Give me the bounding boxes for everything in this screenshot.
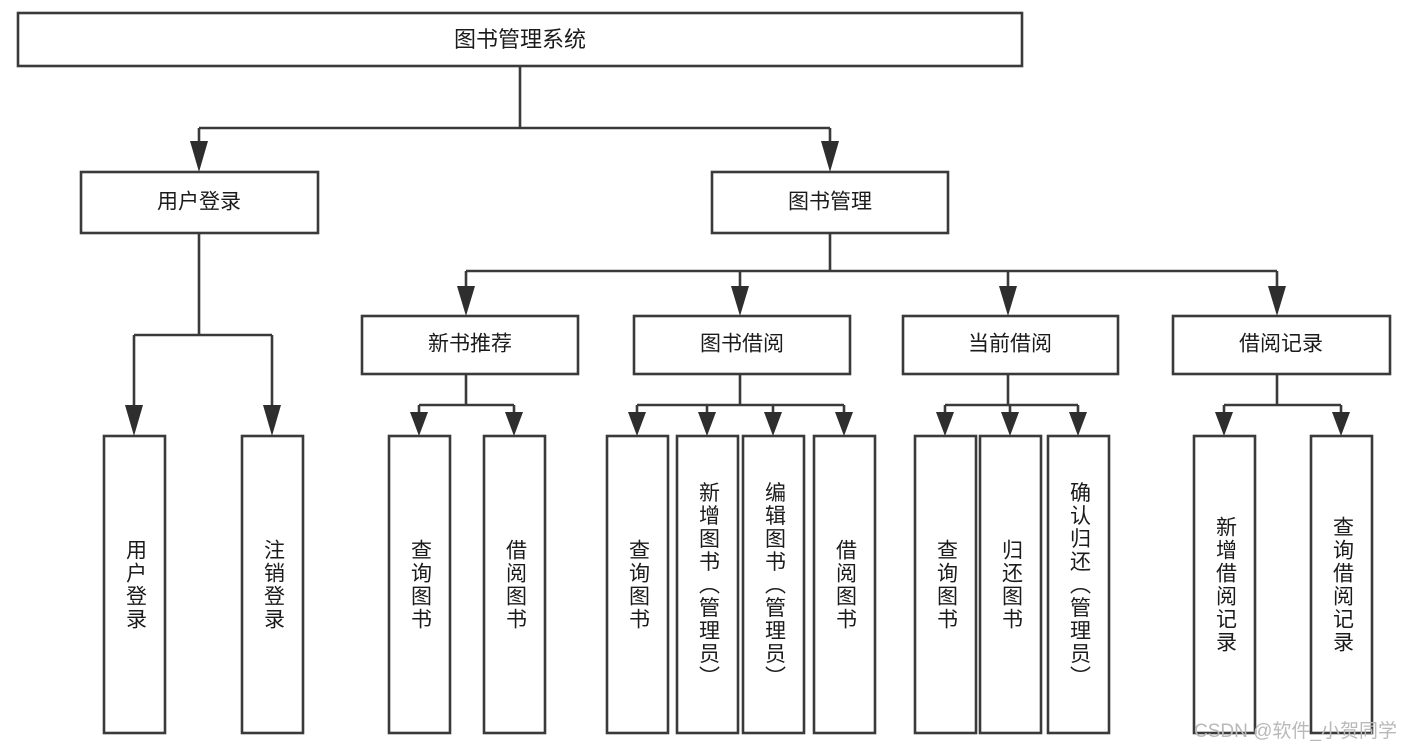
leaf-borrow-record-add[interactable]: 新增借阅记录 bbox=[1192, 434, 1257, 735]
leaf-new-book-borrow-box bbox=[482, 434, 547, 735]
leaf-current-borrow-query-box bbox=[913, 434, 978, 735]
leaf-user-login-logout-label: 注销登录 bbox=[261, 539, 285, 631]
arrowhead-to-user-login bbox=[190, 141, 208, 172]
leaf-new-book-query[interactable]: 查询图书 bbox=[387, 434, 452, 735]
leaf-borrow-record-add-box bbox=[1192, 434, 1257, 735]
leaf-current-borrow-return-box bbox=[978, 434, 1043, 735]
arrowhead-layer bbox=[125, 141, 1350, 436]
node-book-borrow-label: 图书借阅 bbox=[700, 333, 784, 356]
node-new-book-recommend-label: 新书推荐 bbox=[428, 333, 512, 356]
leaf-current-borrow-confirm-return-label: 确认归还（管理员） bbox=[1067, 482, 1091, 689]
arrowhead-borrowrecord-leaf-2 bbox=[1332, 412, 1350, 436]
leaf-user-login-login[interactable]: 用户登录 bbox=[102, 434, 167, 735]
arrowhead-bookborrow-leaf-4 bbox=[835, 412, 853, 436]
arrowhead-borrowrecord-leaf-1 bbox=[1215, 412, 1233, 436]
arrowhead-currentborrow-leaf-2 bbox=[1001, 412, 1019, 436]
node-borrow-record[interactable]: 借阅记录 bbox=[1171, 314, 1392, 376]
leaf-book-borrow-add-label: 新增图书（管理员） bbox=[696, 482, 720, 689]
node-user-login-label: 用户登录 bbox=[157, 191, 241, 214]
node-user-login[interactable]: 用户登录 bbox=[79, 170, 320, 235]
arrowhead-to-current-borrow bbox=[999, 286, 1017, 316]
node-book-borrow[interactable]: 图书借阅 bbox=[632, 314, 852, 376]
arrowhead-to-new-book-recommend bbox=[457, 286, 475, 316]
arrowhead-to-borrow-record bbox=[1268, 286, 1286, 316]
leaf-book-borrow-edit[interactable]: 编辑图书（管理员） bbox=[741, 434, 806, 735]
arrowhead-currentborrow-leaf-1 bbox=[936, 412, 954, 436]
leaf-user-login-logout-box bbox=[240, 434, 305, 735]
leaf-current-borrow-return[interactable]: 归还图书 bbox=[978, 434, 1043, 735]
leaf-current-borrow-confirm-return-box bbox=[1046, 434, 1111, 735]
arrowhead-bookborrow-leaf-3 bbox=[764, 412, 782, 436]
leaf-current-borrow-query[interactable]: 查询图书 bbox=[913, 434, 978, 735]
leaf-user-login-login-label: 用户登录 bbox=[123, 539, 147, 631]
leaf-book-borrow-borrow[interactable]: 借阅图书 bbox=[812, 434, 877, 735]
node-borrow-record-label: 借阅记录 bbox=[1239, 333, 1323, 356]
arrowhead-to-leaf-logout bbox=[263, 405, 281, 436]
leaf-borrow-record-query-label: 查询借阅记录 bbox=[1330, 516, 1354, 654]
leaf-borrow-record-query[interactable]: 查询借阅记录 bbox=[1309, 434, 1374, 735]
node-current-borrow-label: 当前借阅 bbox=[968, 333, 1052, 356]
leaf-new-book-borrow-label: 借阅图书 bbox=[503, 539, 527, 631]
node-borrow-record-box bbox=[1171, 314, 1392, 376]
leaf-book-borrow-edit-box bbox=[741, 434, 806, 735]
arrowhead-bookborrow-leaf-1 bbox=[628, 412, 646, 436]
leaf-book-borrow-borrow-label: 借阅图书 bbox=[833, 539, 857, 631]
node-book-manage[interactable]: 图书管理 bbox=[710, 170, 950, 235]
leaf-user-login-logout[interactable]: 注销登录 bbox=[240, 434, 305, 735]
arrowhead-newbook-leaf-1 bbox=[410, 412, 428, 436]
leaf-new-book-borrow[interactable]: 借阅图书 bbox=[482, 434, 547, 735]
leaf-book-borrow-query-box bbox=[605, 434, 670, 735]
node-new-book-recommend[interactable]: 新书推荐 bbox=[360, 314, 580, 376]
leaf-book-borrow-edit-label: 编辑图书（管理员） bbox=[762, 482, 786, 689]
arrowhead-currentborrow-leaf-3 bbox=[1069, 412, 1087, 436]
leaf-book-borrow-borrow-box bbox=[812, 434, 877, 735]
arrowhead-to-leaf-user-login bbox=[125, 405, 143, 436]
node-new-book-recommend-box bbox=[360, 314, 580, 376]
node-root-system[interactable]: 图书管理系统 bbox=[16, 11, 1024, 68]
leaf-book-borrow-query[interactable]: 查询图书 bbox=[605, 434, 670, 735]
node-current-borrow[interactable]: 当前借阅 bbox=[901, 314, 1120, 376]
leaf-new-book-query-label: 查询图书 bbox=[408, 539, 432, 631]
leaf-current-borrow-confirm-return[interactable]: 确认归还（管理员） bbox=[1046, 434, 1111, 735]
node-book-manage-label: 图书管理 bbox=[788, 191, 872, 214]
arrowhead-newbook-leaf-2 bbox=[505, 412, 523, 436]
arrowhead-to-book-borrow bbox=[731, 286, 749, 316]
arrowhead-to-book-manage bbox=[821, 141, 839, 172]
leaf-current-borrow-return-label: 归还图书 bbox=[999, 539, 1023, 631]
leaf-book-borrow-add[interactable]: 新增图书（管理员） bbox=[675, 434, 740, 735]
leaf-book-borrow-add-box bbox=[675, 434, 740, 735]
node-root-box bbox=[16, 11, 1024, 68]
leaf-new-book-query-box bbox=[387, 434, 452, 735]
node-root-label: 图书管理系统 bbox=[454, 27, 586, 52]
connector-layer bbox=[132, 66, 1343, 412]
leaf-user-login-login-box bbox=[102, 434, 167, 735]
node-current-borrow-box bbox=[901, 314, 1120, 376]
leaf-book-borrow-query-label: 查询图书 bbox=[626, 539, 650, 631]
node-book-borrow-box bbox=[632, 314, 852, 376]
node-book-manage-box bbox=[710, 170, 950, 235]
node-user-login-box bbox=[79, 170, 320, 235]
leaf-borrow-record-add-label: 新增借阅记录 bbox=[1213, 516, 1237, 654]
leaf-borrow-record-query-box bbox=[1309, 434, 1374, 735]
leaf-current-borrow-query-label: 查询图书 bbox=[934, 539, 958, 631]
arrowhead-bookborrow-leaf-2 bbox=[698, 412, 716, 436]
